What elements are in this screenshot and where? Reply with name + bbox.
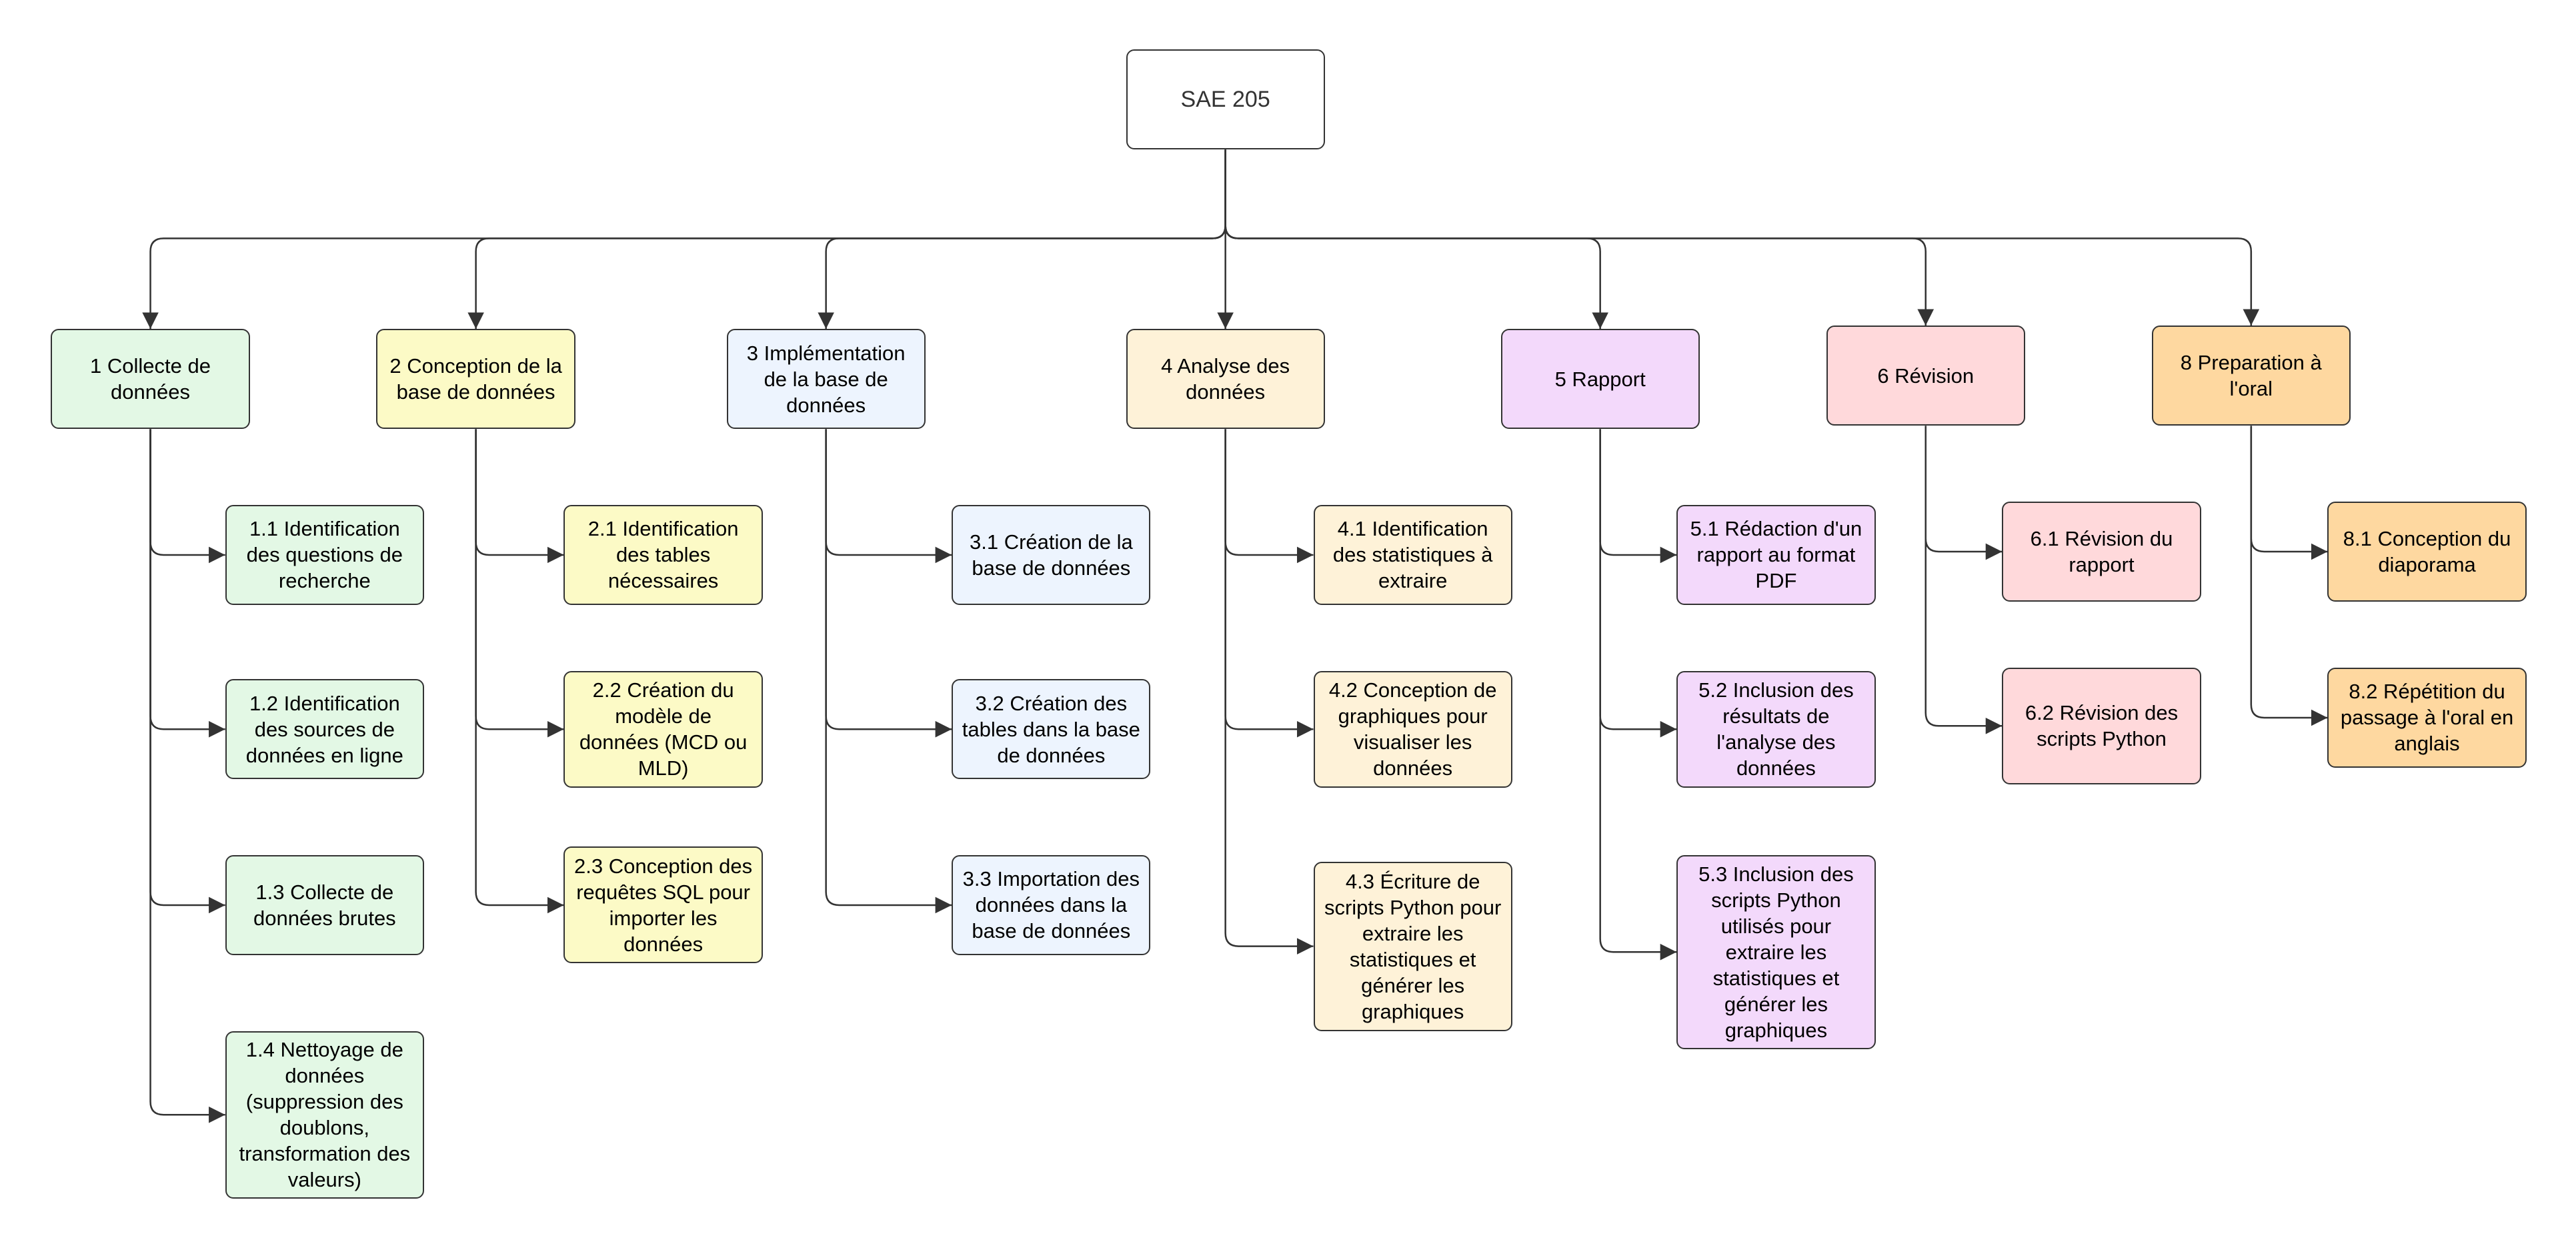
task-node-1-4[interactable]: 1.4 Nettoyage de données (suppression de… <box>225 1031 424 1199</box>
task-node-6-2[interactable]: 6.2 Révision des scripts Python <box>2002 667 2201 784</box>
task-node-2-3[interactable]: 2.3 Conception des requêtes SQL pour imp… <box>563 846 763 964</box>
task-node-1-1[interactable]: 1.1 Identification des questions de rech… <box>225 504 424 606</box>
connector-branch-1-task-1 <box>149 429 225 564</box>
branch-node-6[interactable]: 6 Révision <box>1826 326 2025 426</box>
task-node-2-1[interactable]: 2.1 Identification des tables nécessaire… <box>563 504 763 606</box>
connector-branch-2-task-3 <box>475 429 564 914</box>
connector-branch-5-task-3 <box>1599 429 1677 961</box>
connector-branch-5-task-2 <box>1599 429 1677 738</box>
branch-node-8[interactable]: 8 Preparation à l'oral <box>2151 326 2351 426</box>
connector-branch-2-task-2 <box>475 429 564 738</box>
task-node-5-2[interactable]: 5.2 Inclusion des résultats de l'analyse… <box>1676 670 1876 788</box>
connector-branch-2-task-1 <box>475 429 564 564</box>
branch-node-4[interactable]: 4 Analyse des données <box>1126 329 1325 430</box>
connector-branch-3-task-1 <box>825 429 952 564</box>
connector-branch-6-task-2 <box>1924 426 2003 734</box>
task-node-3-1[interactable]: 3.1 Création de la base de données <box>952 504 1151 606</box>
root-node[interactable]: SAE 205 <box>1126 49 1325 150</box>
connector-branch-4-task-2 <box>1224 429 1314 738</box>
branch-node-5[interactable]: 5 Rapport <box>1500 329 1700 430</box>
task-node-8-2[interactable]: 8.2 Répétition du passage à l'oral en an… <box>2327 667 2527 768</box>
task-node-4-3[interactable]: 4.3 Écriture de scripts Python pour extr… <box>1313 861 1512 1031</box>
connector-branch-4-task-1 <box>1224 429 1314 564</box>
connector-branch-7-task-1 <box>2250 426 2328 560</box>
connector-root-to-branch-7 <box>1224 149 2260 326</box>
connector-branch-3-task-3 <box>825 429 952 914</box>
connector-branch-1-task-2 <box>149 429 225 738</box>
branch-node-2[interactable]: 2 Conception de la base de données <box>376 329 575 430</box>
task-node-5-3[interactable]: 5.3 Inclusion des scripts Python utilisé… <box>1676 854 1876 1049</box>
connector-branch-7-task-2 <box>2250 426 2328 726</box>
task-node-2-2[interactable]: 2.2 Création du modèle de données (MCD o… <box>563 670 763 788</box>
branch-node-3[interactable]: 3 Implémentation de la base de données <box>726 329 926 430</box>
task-node-8-1[interactable]: 8.1 Conception du diaporama <box>2327 501 2527 602</box>
connector-branch-6-task-1 <box>1924 426 2003 560</box>
task-node-1-2[interactable]: 1.2 Identification des sources de donnée… <box>225 679 424 780</box>
connector-root-to-branch-3 <box>818 149 1226 330</box>
task-node-1-3[interactable]: 1.3 Collecte de données brutes <box>225 854 424 956</box>
connector-branch-1-task-3 <box>149 429 225 914</box>
task-node-6-1[interactable]: 6.1 Révision du rapport <box>2002 501 2201 602</box>
task-node-5-1[interactable]: 5.1 Rédaction d'un rapport au format PDF <box>1676 504 1876 606</box>
connector-branch-1-task-4 <box>149 429 225 1123</box>
task-node-4-2[interactable]: 4.2 Conception de graphiques pour visual… <box>1313 670 1512 788</box>
connector-branch-3-task-2 <box>825 429 952 738</box>
branch-node-1[interactable]: 1 Collecte de données <box>51 329 250 430</box>
task-node-4-1[interactable]: 4.1 Identification des statistiques à ex… <box>1313 504 1512 606</box>
connector-branch-5-task-1 <box>1599 429 1677 564</box>
task-node-3-2[interactable]: 3.2 Création des tables dans la base de … <box>952 679 1151 780</box>
task-node-3-3[interactable]: 3.3 Importation des données dans la base… <box>952 854 1151 956</box>
connector-branch-4-task-3 <box>1224 429 1314 955</box>
